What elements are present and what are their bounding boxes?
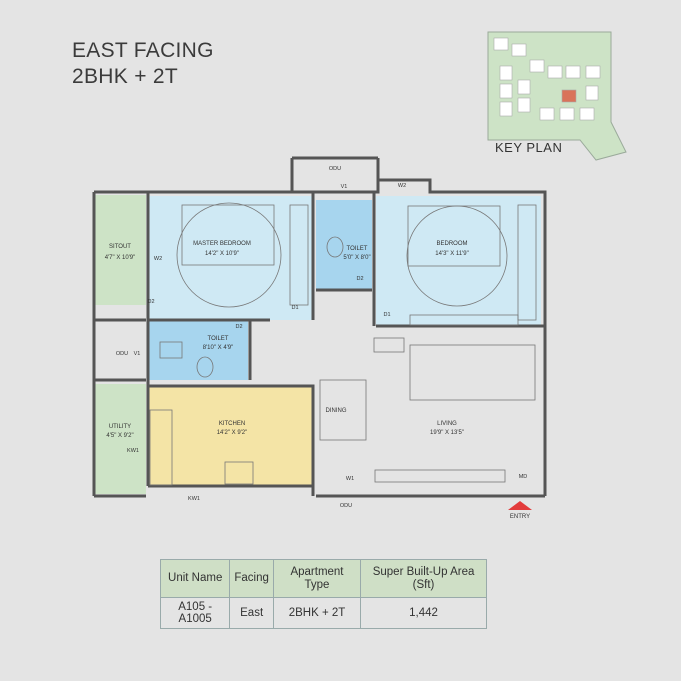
- kw1-bottom-tag: KW1: [188, 496, 200, 502]
- md-tag: MD: [519, 474, 528, 480]
- cell-apartment-type: 2BHK + 2T: [272, 597, 362, 629]
- toilet1-area: [316, 200, 372, 290]
- master-bedroom-dim: 14'2" X 10'9": [205, 251, 239, 257]
- kitchen-area: [148, 386, 313, 486]
- d2-sitout-tag: D2: [147, 299, 154, 305]
- bedroom-dim: 14'3" X 11'9": [435, 251, 468, 257]
- utility-area: [94, 384, 146, 494]
- kitchen-name: KITCHEN: [219, 421, 245, 427]
- kw1-utility-tag: KW1: [127, 448, 139, 454]
- col-facing: Facing: [229, 559, 274, 598]
- living-dim: 19'9" X 13'5": [430, 430, 464, 436]
- w1-tag: W1: [346, 476, 354, 482]
- d2-toilet2-tag: D2: [235, 324, 242, 330]
- cell-area: 1,442: [360, 597, 487, 629]
- d1-master-tag: D1: [291, 305, 298, 311]
- v1-left-tag: V1: [134, 351, 141, 357]
- bedroom-area: [376, 196, 541, 326]
- toilet2-name: TOILET: [208, 336, 229, 342]
- w2-top-tag: W2: [398, 183, 406, 189]
- plan-title: EAST FACING 2BHK + 2T: [72, 38, 214, 90]
- col-unit-name: Unit Name: [159, 559, 231, 598]
- col-super-built-up-area: Super Built-Up Area (Sft): [360, 559, 487, 598]
- dining-name: DINING: [326, 408, 347, 414]
- cell-facing: East: [229, 597, 274, 629]
- living-name: LIVING: [437, 421, 457, 427]
- key-plan-highlight: [561, 89, 577, 103]
- sitout-dim: 4'7" X 10'9": [105, 255, 136, 261]
- toilet2-dim: 8'10" X 4'9": [203, 345, 234, 351]
- d1-bedroom-tag: D1: [383, 312, 390, 318]
- walls: [92, 156, 547, 498]
- unit-type-heading: 2BHK + 2T: [72, 65, 178, 88]
- col-apartment-type: Apartment Type: [272, 559, 362, 598]
- odu-left-tag: ODU: [116, 351, 128, 357]
- sitout-name: SITOUT: [109, 244, 131, 250]
- utility-dim: 4'5" X 9'2": [106, 433, 133, 439]
- entry-arrow-icon: [508, 501, 532, 510]
- utility-name: UTILITY: [109, 424, 131, 430]
- odu-bottom-tag: ODU: [340, 503, 352, 509]
- area-table-header-row: Unit Name Facing Apartment Type Super Bu…: [159, 559, 487, 598]
- kitchen-dim: 14'2" X 9'2": [217, 430, 248, 436]
- key-plan: [487, 31, 627, 161]
- opening-tags: ODU ODU ODU V1 V1 W2 W2 D2 D1 D2 D1 D2 K…: [116, 166, 527, 509]
- d2-toilet1-tag: D2: [356, 276, 363, 282]
- facing-heading: EAST FACING: [72, 39, 214, 62]
- room-labels: SITOUT 4'7" X 10'9" MASTER BEDROOM 14'2"…: [105, 241, 469, 439]
- toilet1-dim: 5'0" X 8'0": [343, 255, 370, 261]
- v1-top-tag: V1: [341, 184, 348, 190]
- table-row: A105 - A1005 East 2BHK + 2T 1,442: [159, 597, 487, 629]
- toilet1-name: TOILET: [347, 246, 368, 252]
- bedroom-name: BEDROOM: [436, 241, 467, 247]
- furniture: [149, 202, 537, 486]
- w2-master-tag: W2: [154, 256, 162, 262]
- master-bedroom-area: [148, 196, 313, 320]
- cell-unit-name: A105 - A1005: [159, 597, 231, 629]
- entry-label: ENTRY: [510, 514, 530, 520]
- odu-top-tag: ODU: [329, 166, 341, 172]
- area-table: Unit Name Facing Apartment Type Super Bu…: [159, 559, 487, 629]
- toilet2-area: [148, 320, 248, 380]
- master-bedroom-name: MASTER BEDROOM: [193, 241, 251, 247]
- key-plan-label: KEY PLAN: [495, 140, 563, 155]
- sitout-area: [94, 195, 146, 305]
